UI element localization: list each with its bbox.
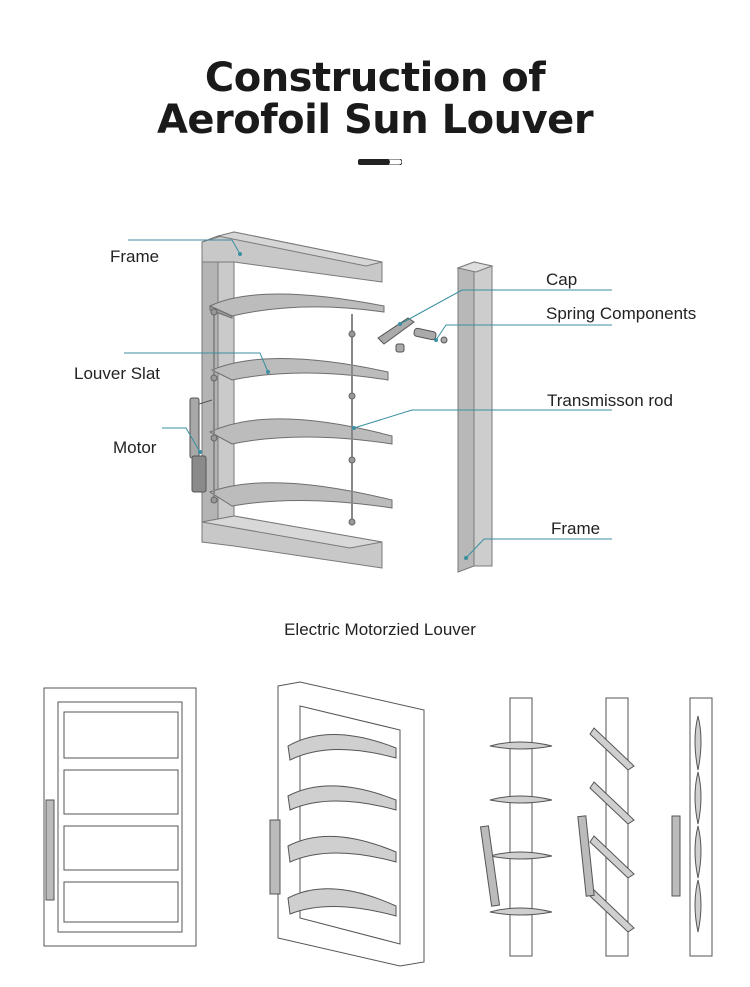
thumbnail-perspective-view bbox=[269, 681, 425, 967]
label-frame-right: Frame bbox=[551, 519, 601, 538]
thumbnail-front-view bbox=[43, 687, 197, 947]
title-line-2: Aerofoil Sun Louver bbox=[156, 97, 594, 143]
label-cap: Cap bbox=[546, 270, 578, 289]
thumbnail-side-views bbox=[479, 697, 713, 957]
label-transmission-rod: Transmisson rod bbox=[547, 391, 673, 410]
motor-part bbox=[189, 397, 213, 493]
caption-electric-louver: Electric Motorzied Louver bbox=[284, 620, 476, 639]
pill-divider-icon bbox=[358, 159, 402, 165]
label-spring-components: Spring Components bbox=[546, 304, 697, 323]
label-louver-slat: Louver Slat bbox=[74, 364, 160, 383]
label-motor: Motor bbox=[113, 438, 157, 457]
title-line-1: Construction of bbox=[204, 55, 546, 101]
label-frame-left: Frame bbox=[110, 247, 160, 266]
